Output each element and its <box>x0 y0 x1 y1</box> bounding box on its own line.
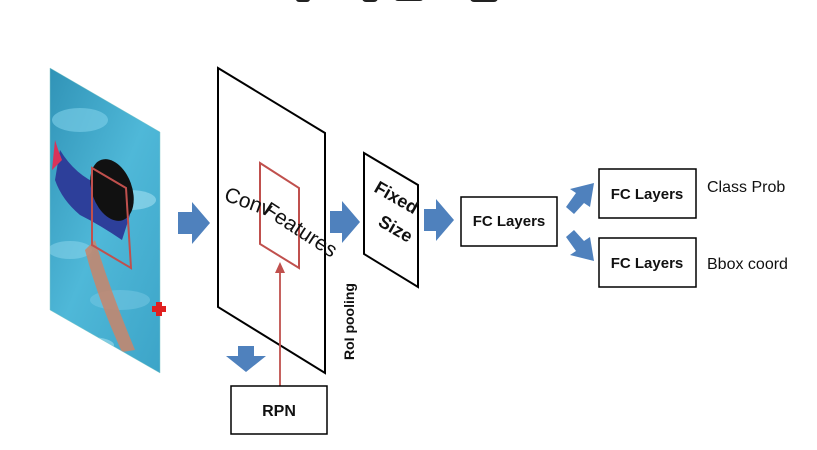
rpn-label: RPN <box>262 403 296 420</box>
arrow-fixed-to-fc-icon <box>424 199 454 241</box>
arrow-conv-to-fixed-icon <box>330 201 360 243</box>
roi-box-on-feature-map <box>259 161 300 270</box>
class-prob-label: Class Prob <box>707 179 785 196</box>
arrow-down-to-rpn-icon <box>226 346 266 372</box>
rpn-arrowhead-icon <box>275 262 285 273</box>
arrow-to-class-fc-icon <box>566 183 594 214</box>
rpn-box <box>230 385 328 435</box>
arrow-to-bbox-fc-icon <box>566 230 594 261</box>
input-image-frame <box>49 67 161 374</box>
proposal-box-on-image <box>91 166 133 270</box>
fc-layers-main-box <box>460 196 558 247</box>
top-title-fragment <box>296 0 498 2</box>
roi-pooling-label: RoI pooling <box>341 283 357 360</box>
input-image <box>50 68 160 373</box>
red-marker-icon <box>152 302 166 316</box>
fc-layers-bottom-label: FC Layers <box>611 255 684 272</box>
fixed-size-map <box>363 151 419 289</box>
arrow-image-to-conv-icon <box>178 202 210 244</box>
fc-layers-bottom-box <box>598 237 697 288</box>
fc-layers-main-label: FC Layers <box>473 213 546 230</box>
fc-layers-top-box <box>598 168 697 219</box>
conv-feature-map <box>217 66 326 375</box>
fc-layers-top-label: FC Layers <box>611 186 684 203</box>
bbox-coord-label: Bbox coord <box>707 256 788 273</box>
